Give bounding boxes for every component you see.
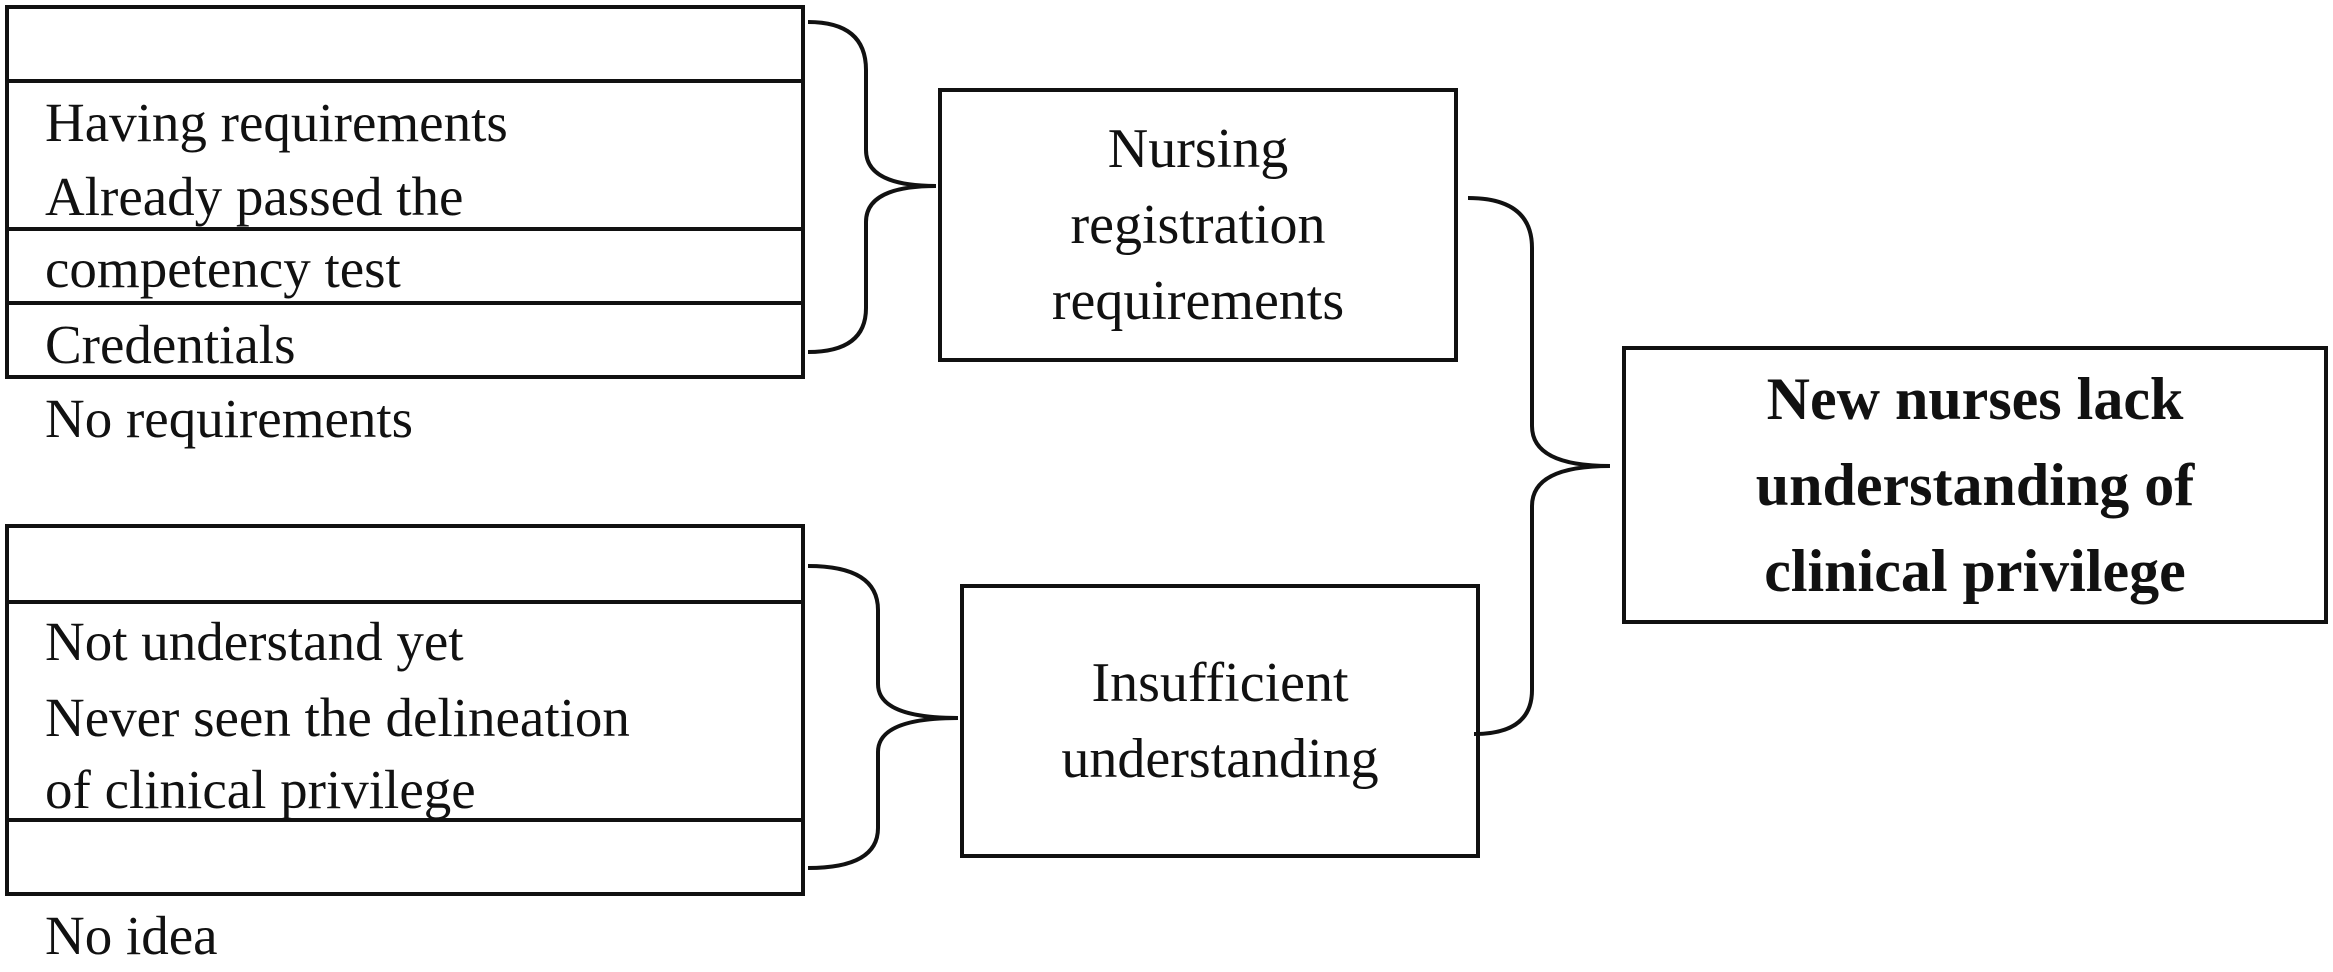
item-cell-no-requirements: No requirements bbox=[5, 301, 805, 449]
item-cell-credentials: Credentials bbox=[5, 227, 805, 375]
item-label: No requirements bbox=[45, 388, 414, 449]
connector-layer bbox=[807, 20, 1611, 870]
category-box-registration-requirements: Nursing registration requirements bbox=[938, 88, 1458, 362]
item-label: Not understand yet bbox=[45, 611, 464, 672]
category-label: Nursing registration requirements bbox=[1051, 118, 1345, 332]
item-cell-passed-competency-test: Already passed the competency test bbox=[5, 79, 805, 299]
category-label: Insufficient understanding bbox=[1061, 652, 1379, 790]
brace-categories bbox=[1467, 196, 1611, 736]
category-box-insufficient-understanding: Insufficient understanding bbox=[960, 584, 1480, 858]
brace-top-items bbox=[807, 20, 937, 354]
conclusion-label: New nurses lack understanding of clinica… bbox=[1755, 366, 2195, 604]
item-label: Credentials bbox=[45, 314, 296, 375]
item-label: No idea bbox=[45, 905, 218, 966]
item-cell-not-understand-yet: Not understand yet bbox=[5, 524, 805, 672]
item-cell-having-requirements: Having requirements bbox=[5, 5, 805, 153]
item-cell-never-seen-delineation: Never seen the delineation of clinical p… bbox=[5, 600, 805, 822]
item-label: Never seen the delineation of clinical p… bbox=[45, 687, 630, 820]
diagram: Having requirements Already passed the c… bbox=[5, 5, 2328, 966]
item-label: Already passed the competency test bbox=[45, 166, 464, 299]
item-cell-no-idea: No idea bbox=[5, 818, 805, 966]
conclusion-box: New nurses lack understanding of clinica… bbox=[1622, 346, 2328, 624]
item-label: Having requirements bbox=[45, 92, 508, 153]
brace-bottom-items bbox=[807, 564, 959, 870]
